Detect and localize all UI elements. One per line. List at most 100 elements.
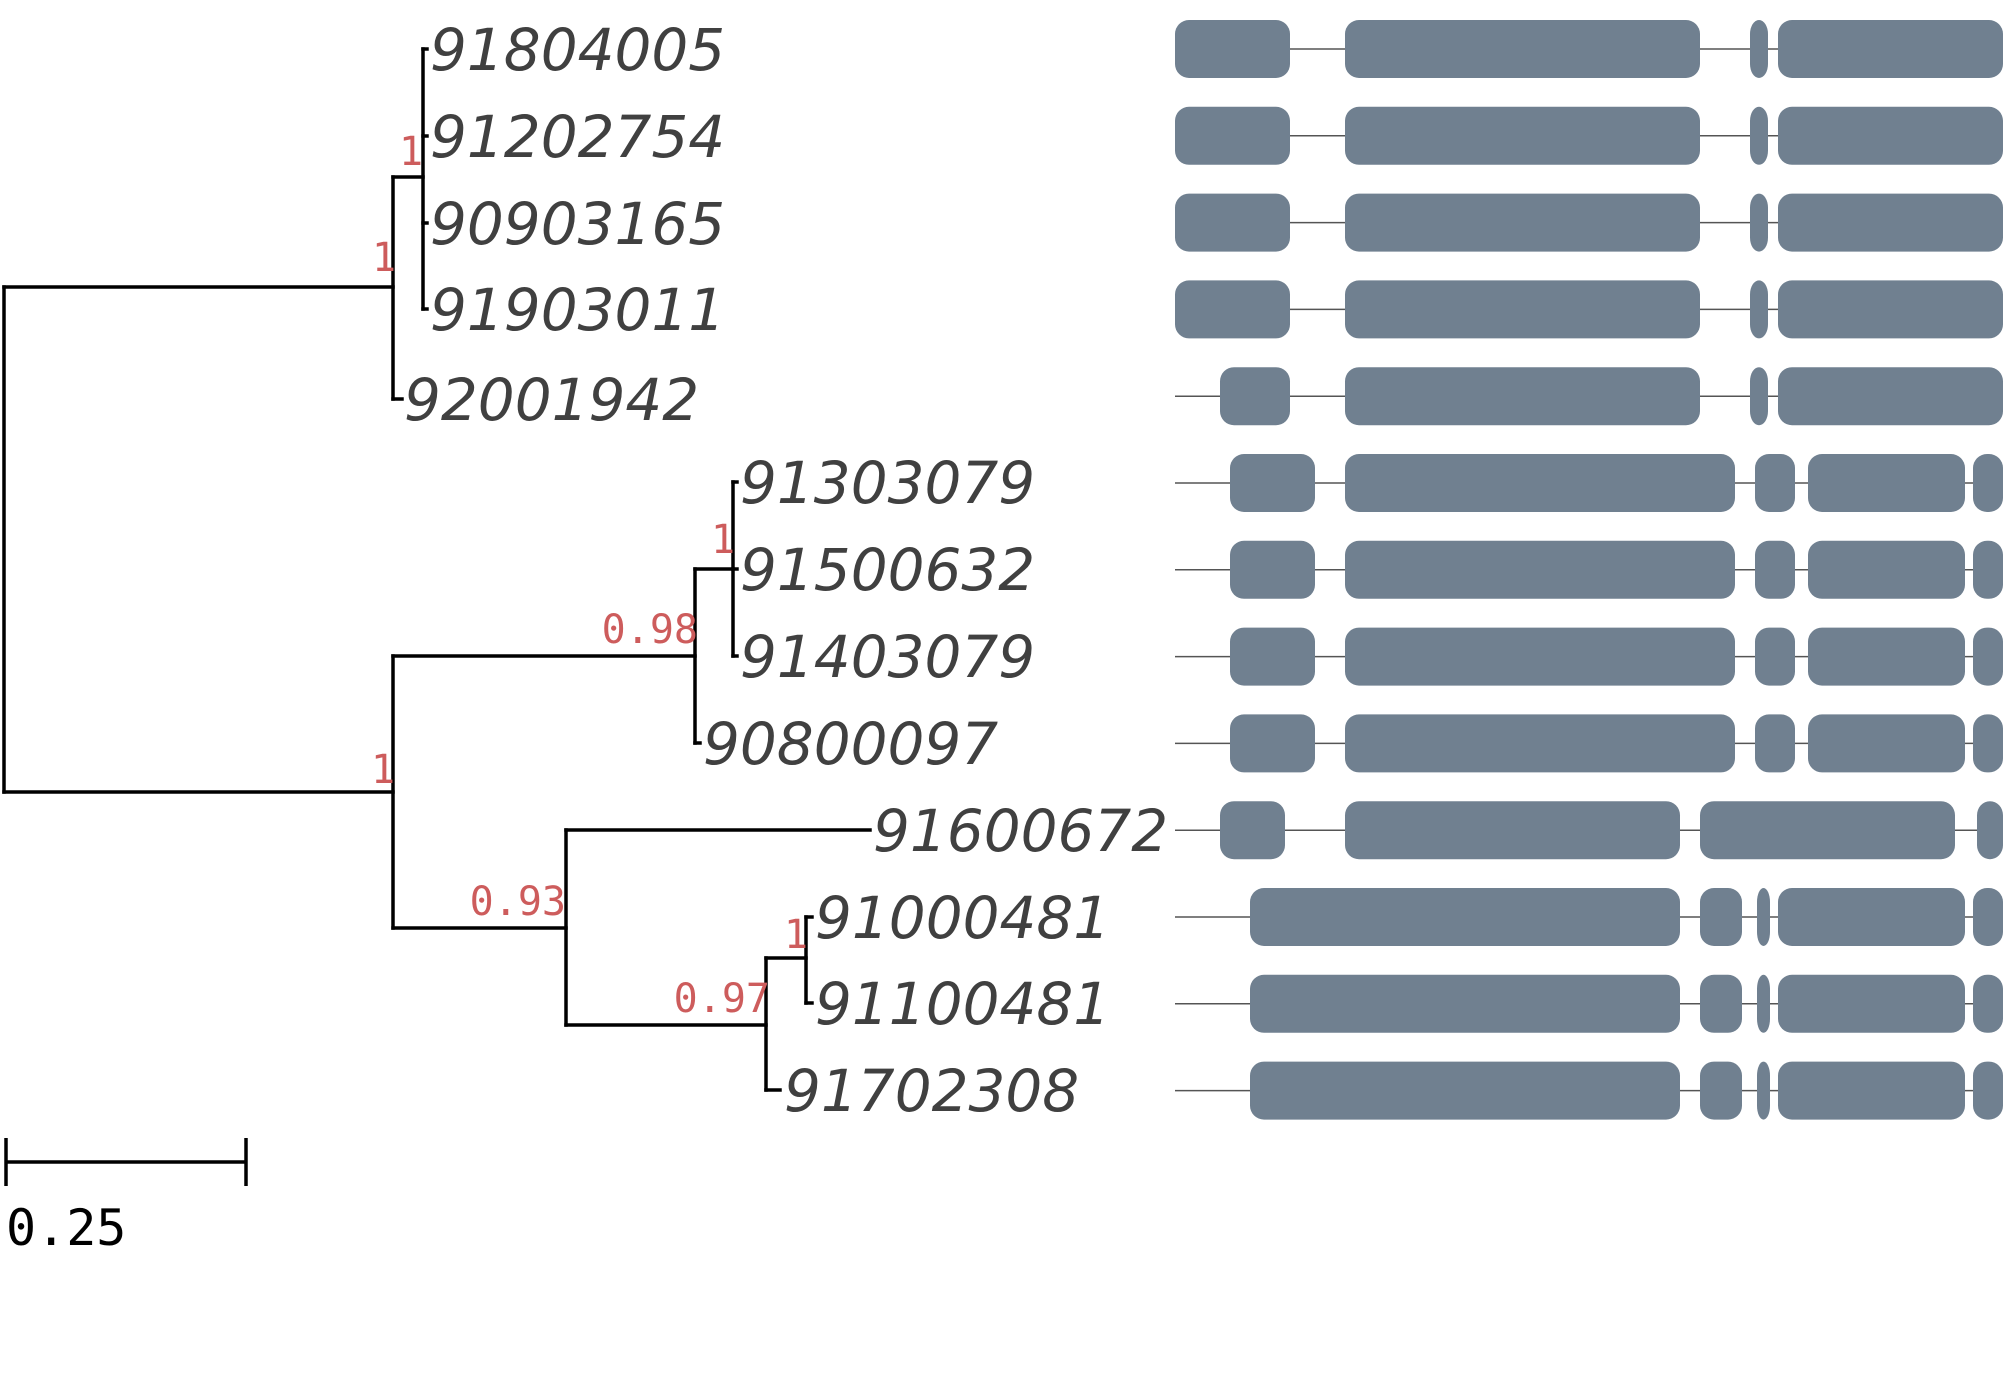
exon-box — [1778, 367, 2003, 426]
support-value: 0.98 — [602, 607, 698, 653]
exon-box — [1345, 106, 1700, 165]
exon-box — [1808, 540, 1965, 599]
exon-box — [1250, 974, 1680, 1033]
tip-label: 91303079 — [740, 449, 1035, 517]
tip-label: 91403079 — [740, 623, 1035, 691]
exon-box — [1757, 974, 1770, 1033]
exon-box — [1757, 1061, 1770, 1120]
gene-structure-row — [1175, 454, 2003, 512]
support-value: 1 — [784, 912, 808, 958]
exon-box — [1700, 888, 1742, 946]
exon-box — [1778, 1061, 1965, 1120]
exon-box — [1755, 714, 1795, 773]
exon-box — [1345, 714, 1735, 773]
exon-box — [1230, 714, 1315, 773]
tip-labels: 91804005 91202754 90903165 91903011 9200… — [404, 16, 1168, 1125]
exon-box — [1778, 974, 1965, 1033]
gene-structure-row — [1175, 888, 2003, 946]
tip-label: 91702308 — [784, 1057, 1079, 1125]
support-value: 0.93 — [470, 879, 566, 925]
exon-box — [1230, 540, 1315, 599]
exon-box — [1230, 627, 1315, 686]
exon-box — [1750, 106, 1768, 165]
tip-label: 91903011 — [430, 276, 725, 344]
exon-box — [1700, 1061, 1742, 1120]
exon-box — [1345, 20, 1700, 78]
scale-bar-label: 0.25 — [6, 1199, 126, 1257]
exon-box — [1345, 627, 1735, 686]
gene-structure-row — [1175, 540, 2003, 599]
exon-box — [1973, 627, 2003, 686]
exon-box — [1755, 454, 1795, 512]
tip-label: 90903165 — [430, 190, 725, 258]
exon-box — [1778, 888, 1965, 946]
support-values: 1 1 1 0.98 1 0.93 0.97 1 — [371, 129, 808, 1022]
exon-box — [1755, 627, 1795, 686]
exon-box — [1808, 454, 1965, 512]
exon-box — [1220, 367, 1290, 426]
exon-box — [1750, 193, 1768, 252]
exon-box — [1750, 280, 1768, 339]
support-value: 1 — [711, 517, 735, 563]
exon-box — [1778, 106, 2003, 165]
tip-label: 91600672 — [873, 797, 1168, 865]
tip-label: 91000481 — [815, 884, 1110, 952]
support-value: 1 — [372, 235, 396, 281]
exon-box — [1345, 367, 1700, 426]
exon-box — [1175, 20, 1290, 78]
exon-box — [1175, 106, 1290, 165]
tip-label: 90800097 — [703, 710, 998, 778]
exon-box — [1175, 280, 1290, 339]
gene-structure-row — [1175, 1061, 2003, 1120]
gene-structure-row — [1175, 106, 2003, 165]
exon-box — [1230, 454, 1315, 512]
gene-structure-row — [1175, 627, 2003, 686]
gene-structures — [1175, 20, 2003, 1120]
gene-structure-row — [1175, 20, 2003, 78]
gene-structure-row — [1175, 193, 2003, 252]
exon-box — [1973, 540, 2003, 599]
support-value: 0.97 — [674, 976, 770, 1022]
exon-box — [1973, 888, 2003, 946]
exon-box — [1250, 1061, 1680, 1120]
exon-box — [1345, 540, 1735, 599]
tip-label: 92001942 — [404, 366, 699, 434]
exon-box — [1755, 540, 1795, 599]
exon-box — [1750, 367, 1768, 426]
gene-structure-row — [1175, 367, 2003, 426]
exon-box — [1973, 454, 2003, 512]
exon-box — [1700, 801, 1955, 860]
exon-box — [1345, 454, 1735, 512]
tree-branches — [2, 47, 872, 1092]
gene-structure-row — [1175, 280, 2003, 339]
exon-box — [1977, 801, 2003, 860]
exon-box — [1808, 627, 1965, 686]
tip-label: 91202754 — [430, 103, 725, 171]
scale-bar: 0.25 — [4, 1138, 248, 1257]
support-value: 1 — [399, 129, 423, 175]
exon-box — [1973, 974, 2003, 1033]
exon-box — [1973, 1061, 2003, 1120]
exon-box — [1750, 20, 1768, 78]
gene-structure-row — [1175, 974, 2003, 1033]
tip-label: 91500632 — [740, 536, 1035, 604]
exon-box — [1345, 280, 1700, 339]
exon-box — [1808, 714, 1965, 773]
exon-box — [1345, 193, 1700, 252]
exon-box — [1250, 888, 1680, 946]
support-value: 1 — [371, 747, 395, 793]
exon-box — [1778, 20, 2003, 78]
exon-box — [1757, 888, 1770, 946]
exon-box — [1220, 801, 1285, 860]
exon-box — [1175, 193, 1290, 252]
tip-label: 91804005 — [430, 16, 725, 84]
exon-box — [1778, 280, 2003, 339]
exon-box — [1973, 714, 2003, 773]
exon-box — [1700, 974, 1742, 1033]
exon-box — [1345, 801, 1680, 860]
gene-structure-row — [1175, 801, 2003, 860]
exon-box — [1778, 193, 2003, 252]
gene-structure-row — [1175, 714, 2003, 773]
tip-label: 91100481 — [815, 970, 1110, 1038]
